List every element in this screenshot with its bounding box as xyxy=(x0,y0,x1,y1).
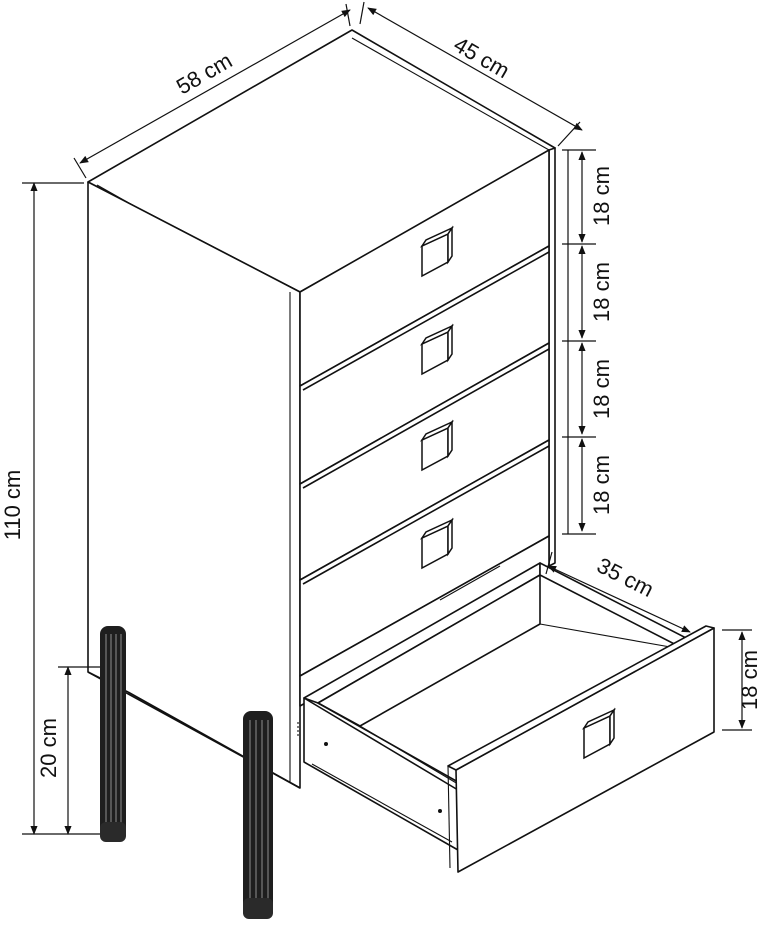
square-handle-icon[interactable] xyxy=(419,323,455,376)
width-label: 58 cm xyxy=(172,48,236,100)
arrow-head-icon xyxy=(367,7,583,131)
fluted-leg-icon xyxy=(243,711,273,919)
handles xyxy=(419,225,455,570)
height-label: 110 cm xyxy=(0,470,25,541)
cavity-line xyxy=(439,565,501,601)
drawer-height-label-2: 18 cm xyxy=(589,262,614,322)
open-drawer-height-label: 18 cm xyxy=(737,650,762,710)
square-handle-icon[interactable] xyxy=(419,517,455,570)
square-handle-icon[interactable] xyxy=(581,707,617,760)
drawer-height-label-4: 18 cm xyxy=(589,455,614,515)
drawer-gap xyxy=(302,348,550,489)
square-handle-icon[interactable] xyxy=(419,419,455,472)
drawer-slide-rail xyxy=(311,763,453,843)
fluted-leg-icon xyxy=(100,626,126,842)
drawer-gap xyxy=(302,251,550,391)
open-drawer-front-top xyxy=(447,625,715,771)
leg-height-label: 20 cm xyxy=(36,718,61,778)
drawer-front-inner-edge xyxy=(447,765,451,869)
dowel-hole xyxy=(438,809,442,813)
arrow-head-icon xyxy=(79,9,351,164)
drawer-height-label-3: 18 cm xyxy=(589,359,614,419)
drawer-gap xyxy=(302,445,550,585)
drawer-rim xyxy=(317,702,459,783)
drawer-height-label-1: 18 cm xyxy=(589,166,614,226)
drawer-box-left-wall xyxy=(303,697,459,851)
square-handle-icon[interactable] xyxy=(419,225,455,278)
dowel-hole xyxy=(324,742,328,746)
depth-label: 45 cm xyxy=(450,32,514,84)
cabinet-front-edge xyxy=(548,147,556,567)
arrow-head-icon xyxy=(547,565,691,633)
dimension-lines xyxy=(22,1,752,835)
